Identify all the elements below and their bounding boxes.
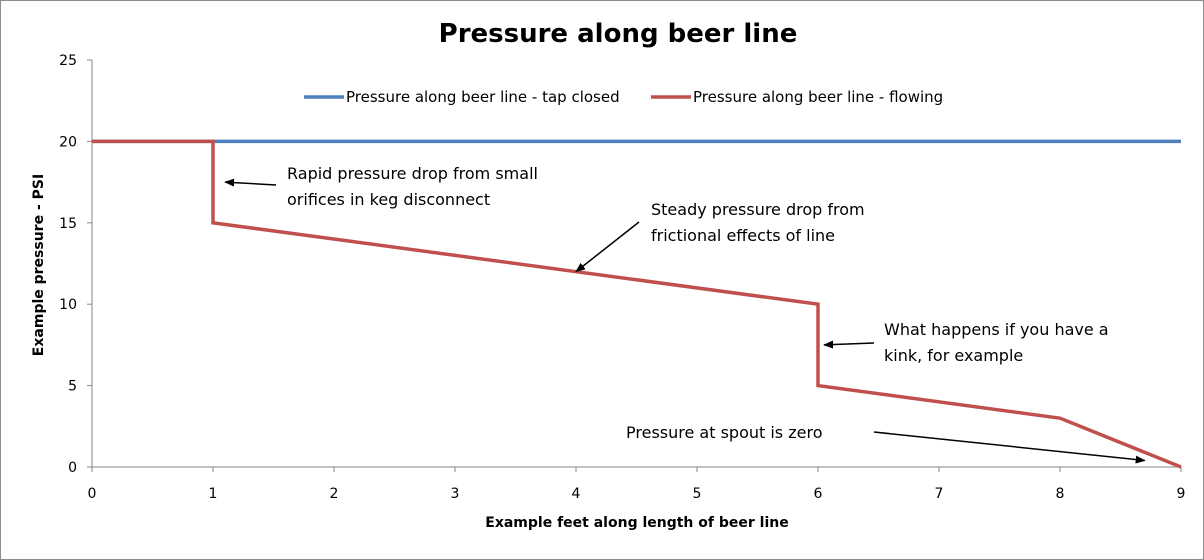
legend-entry: Pressure along beer line - tap closed bbox=[346, 88, 620, 106]
x-axis-title: Example feet along length of beer line bbox=[485, 515, 788, 531]
x-tick-label: 8 bbox=[1056, 486, 1065, 502]
x-tick-label: 1 bbox=[209, 486, 218, 502]
annotation-line: Steady pressure drop from bbox=[651, 200, 865, 219]
x-tick-label: 5 bbox=[693, 486, 702, 502]
legend: Pressure along beer line - tap closed Pre… bbox=[304, 88, 943, 106]
annotation-text: What happens if you have a kink, for exam… bbox=[884, 320, 1109, 365]
x-tick-label: 9 bbox=[1177, 486, 1186, 502]
annotation-line: Rapid pressure drop from small bbox=[287, 164, 538, 183]
annotation-line: Pressure at spout is zero bbox=[626, 423, 822, 442]
series-lines bbox=[92, 139, 1182, 469]
x-tick-label: 6 bbox=[814, 486, 823, 502]
annotation-arrow bbox=[575, 221, 640, 273]
x-tick-label: 3 bbox=[451, 486, 460, 502]
legend-entry: Pressure along beer line - flowing bbox=[693, 88, 943, 106]
y-tick-label: 20 bbox=[59, 134, 77, 150]
annotation-text: Steady pressure drop from frictional effe… bbox=[651, 200, 865, 245]
annotations: Rapid pressure drop from small orifices i… bbox=[224, 164, 1146, 464]
annotation-arrow bbox=[873, 431, 1146, 464]
y-tick-label: 0 bbox=[68, 460, 77, 476]
y-tick-label: 10 bbox=[59, 297, 77, 313]
y-axis-title: Example pressure - PSI bbox=[31, 174, 47, 356]
annotation-text: Pressure at spout is zero bbox=[626, 423, 822, 442]
y-tick-label: 15 bbox=[59, 216, 77, 232]
x-tick-label: 7 bbox=[935, 486, 944, 502]
annotation-line: What happens if you have a bbox=[884, 320, 1109, 339]
annotation-text: Rapid pressure drop from small orifices i… bbox=[287, 164, 538, 209]
annotation-line: orifices in keg disconnect bbox=[287, 190, 490, 209]
annotation-line: frictional effects of line bbox=[651, 226, 835, 245]
annotation-arrow bbox=[224, 178, 277, 187]
y-tick-label: 5 bbox=[68, 379, 77, 395]
y-tick-label: 25 bbox=[59, 53, 77, 69]
x-tick-label: 2 bbox=[330, 486, 339, 502]
axes: 0 5 10 15 20 25 0 1 2 3 4 5 6 7 8 9 bbox=[59, 53, 1185, 502]
chart-title: Pressure along beer line bbox=[439, 19, 798, 49]
series-line-flowing bbox=[92, 139, 1182, 469]
annotation-line: kink, for example bbox=[884, 346, 1023, 365]
x-tick-label: 0 bbox=[88, 486, 97, 502]
x-tick-label: 4 bbox=[572, 486, 581, 502]
annotation-arrow bbox=[823, 340, 875, 349]
